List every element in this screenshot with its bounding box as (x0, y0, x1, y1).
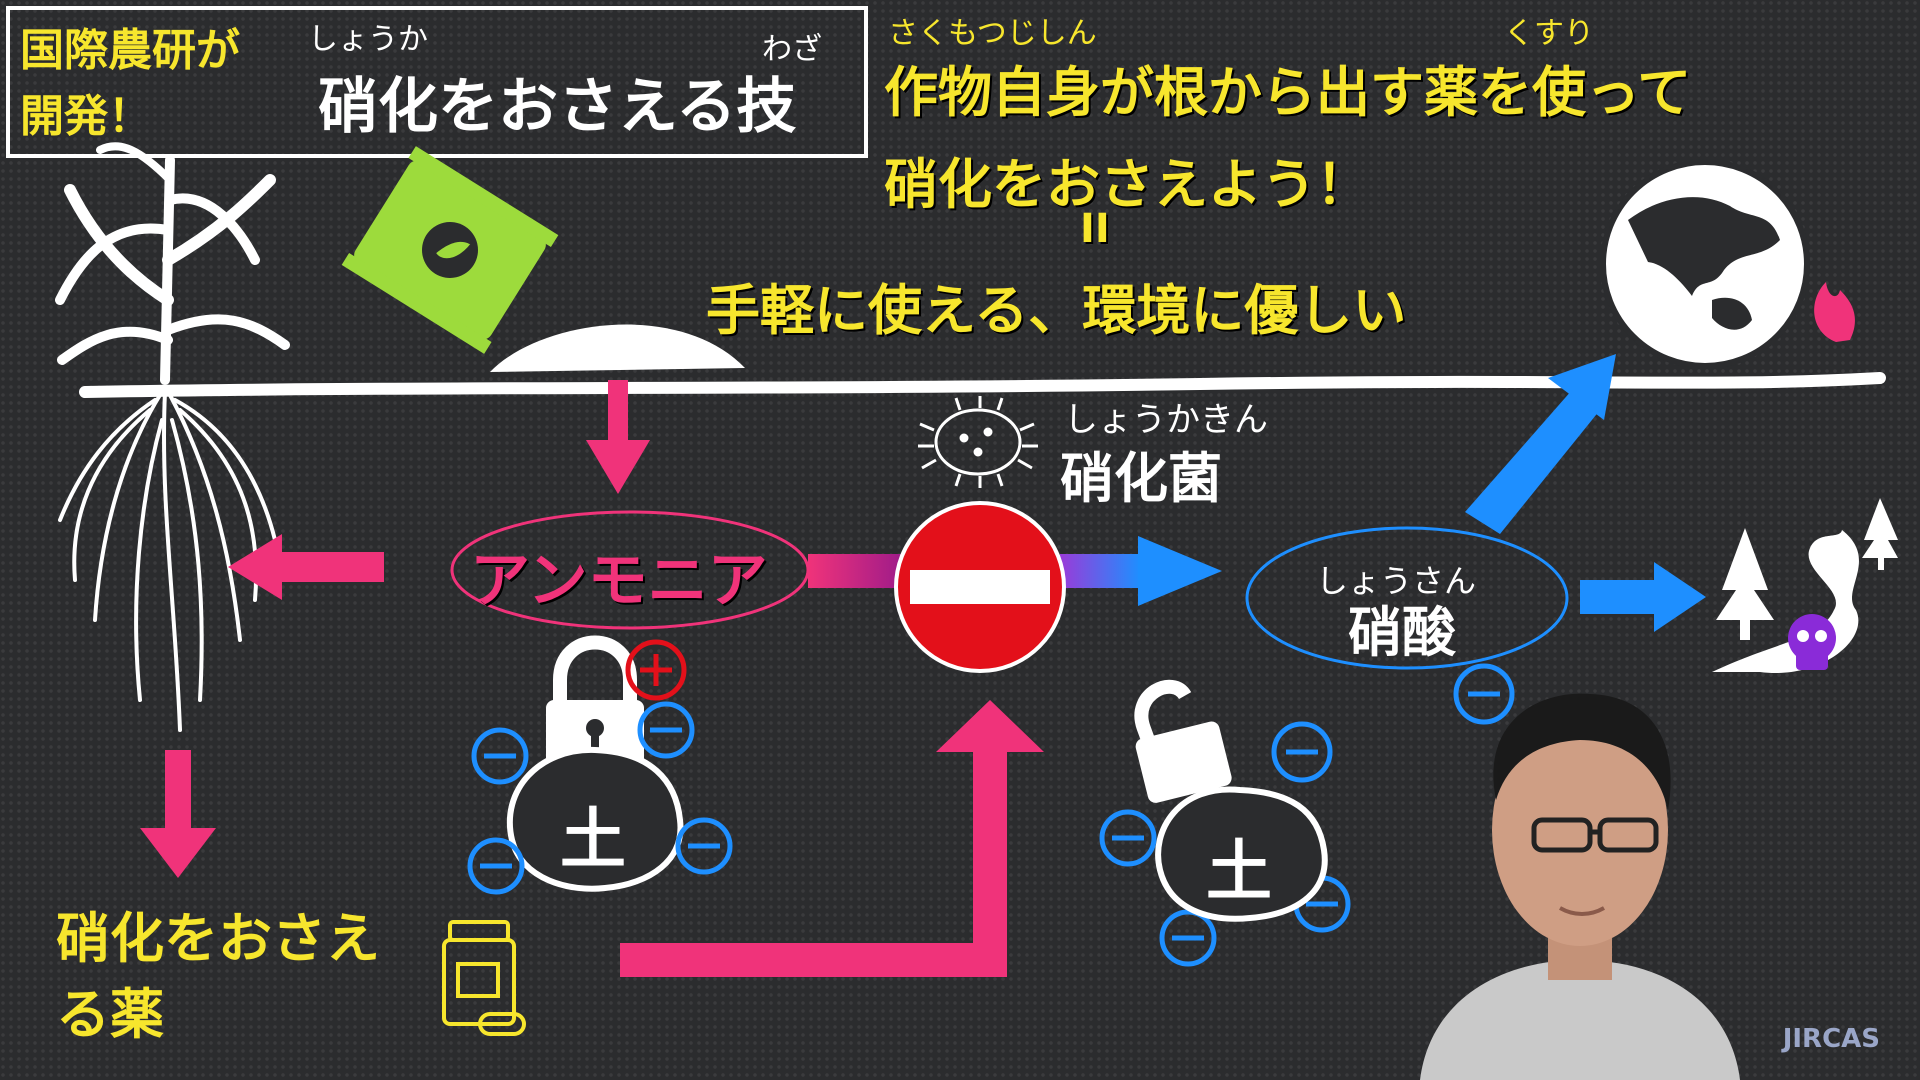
flame-icon (1814, 282, 1856, 342)
nitrate-ruby: しょうさん (1316, 562, 1477, 600)
headline-line2: 硝化をおさえよう！ (884, 153, 1370, 216)
stop-sign-icon (894, 501, 1066, 673)
medicine-bottle-icon (442, 920, 526, 1036)
pink-arrows (140, 380, 1044, 977)
globe-icon (1600, 159, 1810, 369)
soil-left-label: 土 (560, 801, 626, 878)
bacteria-icon (918, 396, 1038, 488)
flow-arrow-head (1138, 536, 1222, 606)
headline-line1: 作物自身が根から出す薬を使って (884, 61, 1692, 124)
inhibitor-line1: 硝化をおさえ (56, 907, 380, 970)
ruby-shoka: しょうか (308, 22, 428, 57)
trees-icon (1716, 498, 1898, 640)
nitrate-label: 硝酸 (1348, 601, 1456, 664)
headline-line3: 手軽に使える、環境に優しい (706, 279, 1407, 342)
soil-right-label: 土 (1206, 833, 1272, 910)
ammonia-label: アンモニア (470, 546, 768, 616)
ruby-kusuri: くすり (1504, 16, 1594, 51)
bacteria-label: 硝化菌 (1060, 447, 1222, 510)
org-line2: 開発！ (20, 91, 152, 142)
ruby-sakumotsu: さくもつじしん (888, 16, 1097, 51)
ground-line (79, 372, 1886, 398)
presenter-image (1420, 693, 1740, 1080)
org-line1: 国際農研が (20, 25, 240, 76)
headline-equals: II (1080, 206, 1110, 252)
blue-arrows (1465, 354, 1706, 632)
soil-lock-right-icon (1134, 679, 1328, 922)
charge-minus-icons (467, 663, 1515, 967)
title-box (6, 6, 868, 158)
ammonia-flow-bar (808, 554, 908, 588)
inhibitor-line2: る薬 (56, 983, 164, 1046)
nitrate-ellipse (1245, 526, 1569, 670)
skull-icon (1788, 614, 1836, 670)
nitrate-flow-bar (1060, 554, 1140, 588)
title-heading: 硝化をおさえる技 (318, 72, 797, 142)
ammonia-ellipse (450, 510, 810, 630)
soil-lock-left-icon (507, 635, 687, 892)
fertilizer-bag-icon (341, 146, 559, 354)
plant-icon (55, 142, 290, 385)
fertilizer-mound (490, 324, 745, 372)
jircas-logo: JIRCAS (1782, 1024, 1880, 1054)
ruby-waza: わざ (762, 32, 822, 67)
bacteria-ruby: しょうかきん (1064, 400, 1268, 440)
